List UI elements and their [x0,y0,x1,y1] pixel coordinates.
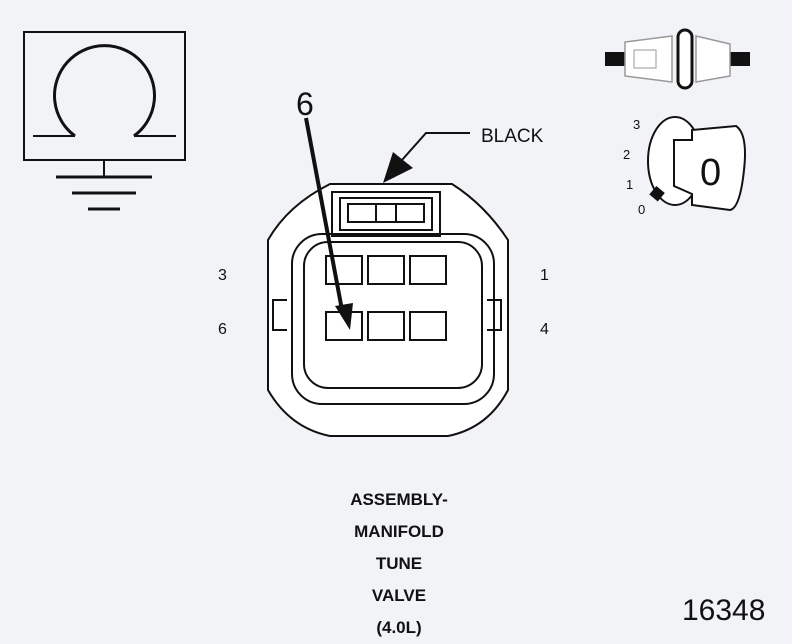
caption-line: TUNE [375,554,423,573]
component-caption: ASSEMBLY- MANIFOLD TUNE VALVE (4.0L) [284,484,514,644]
key-position-1: 1 [626,177,634,192]
key-current-position: 0 [700,152,722,194]
cavity-2 [367,255,405,285]
pin-callout-number: 6 [296,86,314,122]
pin-label-bottom-left: 6 [218,321,227,338]
caption-line: ASSEMBLY- [350,490,448,509]
key-position-2: 2 [623,147,631,162]
cavity-1 [409,255,447,285]
cavity-5 [367,311,405,341]
pin-callout-arrow [304,117,353,330]
key-position-0: 0 [638,202,646,217]
pin-label-top-left: 3 [218,267,227,284]
connector-disconnected-icon [605,28,750,90]
caption-line: (4.0L) [376,618,422,637]
key-position-3: 3 [633,117,641,132]
figure-number: 16348 [682,594,766,627]
connector-body [267,183,509,437]
pin-label-bottom-right: 4 [540,321,549,338]
caption-line: VALVE [371,586,427,605]
cavity-4 [409,311,447,341]
wire-color-leader [383,132,470,183]
ignition-key-icon [647,116,746,212]
caption-line: MANIFOLD [354,522,444,541]
pin-label-top-right: 1 [540,267,549,284]
ground-symbol-icon [23,31,186,211]
wire-color-label: BLACK [481,126,544,147]
